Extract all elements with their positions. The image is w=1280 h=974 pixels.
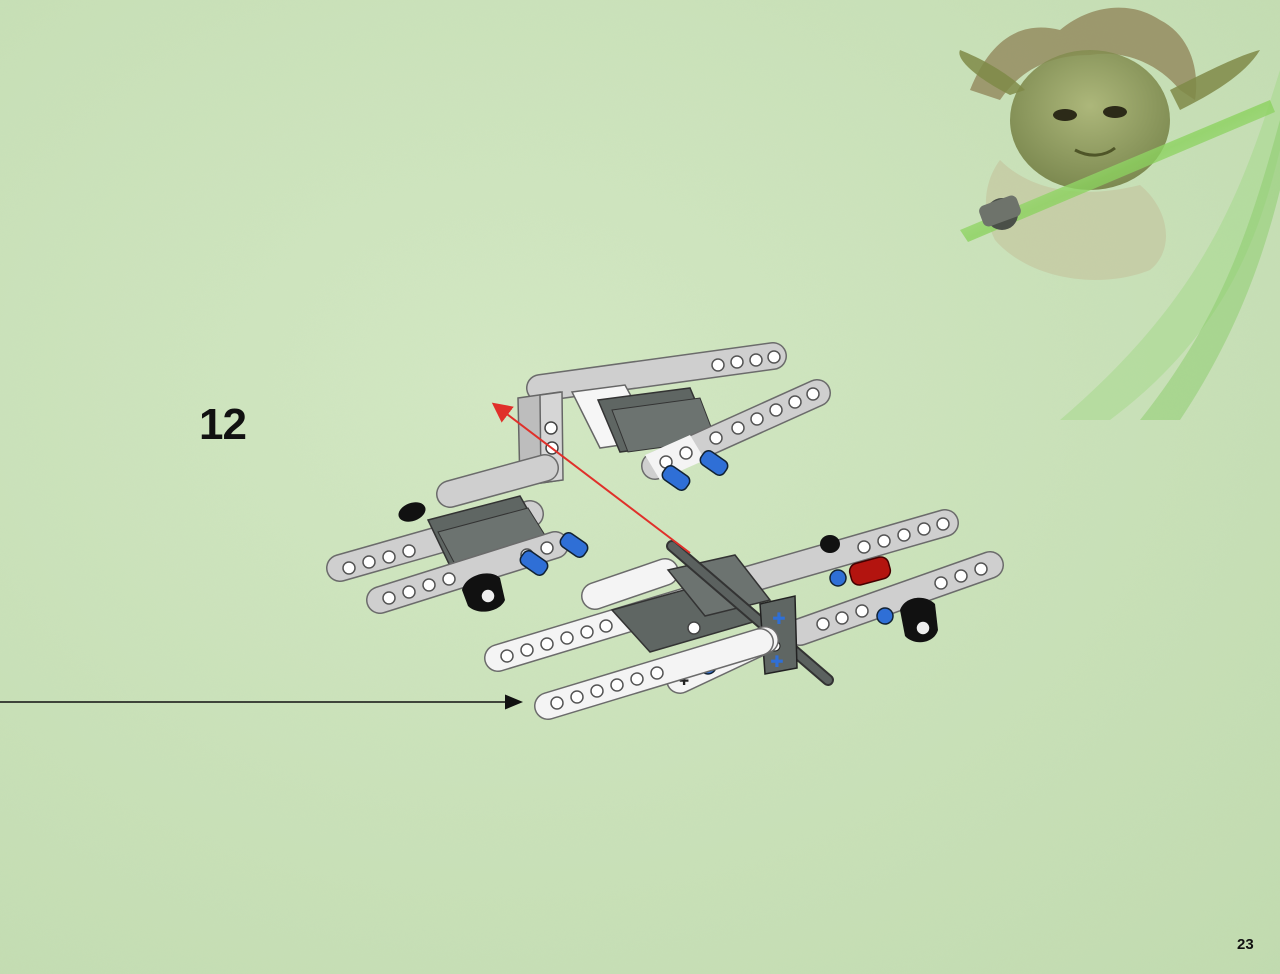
svg-text:✚: ✚ [770,652,783,671]
technic-axle [666,540,834,686]
svg-text:✚: ✚ [679,674,689,688]
step-number: 12 [199,400,247,449]
top-front-beam [641,379,831,480]
jedi-character-icon [959,7,1280,420]
top-rear-beam [526,342,787,402]
left-subassembly [326,454,589,614]
main-subassembly: ✚ ✚ ✚ [484,509,1004,720]
assembly-arrow-red [491,402,691,554]
svg-text:✚: ✚ [772,609,785,628]
top-blue-pins [661,450,729,491]
top-subassembly [517,342,831,491]
page-number: 23 [1237,936,1254,953]
